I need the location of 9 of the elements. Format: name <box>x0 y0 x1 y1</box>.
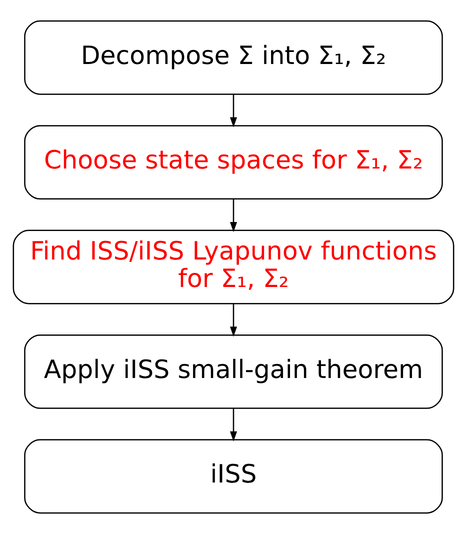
arrow <box>230 198 238 232</box>
arrow <box>230 304 238 336</box>
node-box: Find ISS/iISS Lyapunov functions for Σ₁, Σ₂ <box>12 229 454 304</box>
node-box: Apply iISS small-gain theorem <box>24 334 443 408</box>
node-box: iISS <box>24 438 443 514</box>
arrow <box>230 408 238 441</box>
node-box: Decompose Σ into Σ₁, Σ₂ <box>24 20 443 94</box>
node-box: Choose state spaces for Σ₁, Σ₂ <box>24 124 443 200</box>
arrow <box>230 94 238 127</box>
